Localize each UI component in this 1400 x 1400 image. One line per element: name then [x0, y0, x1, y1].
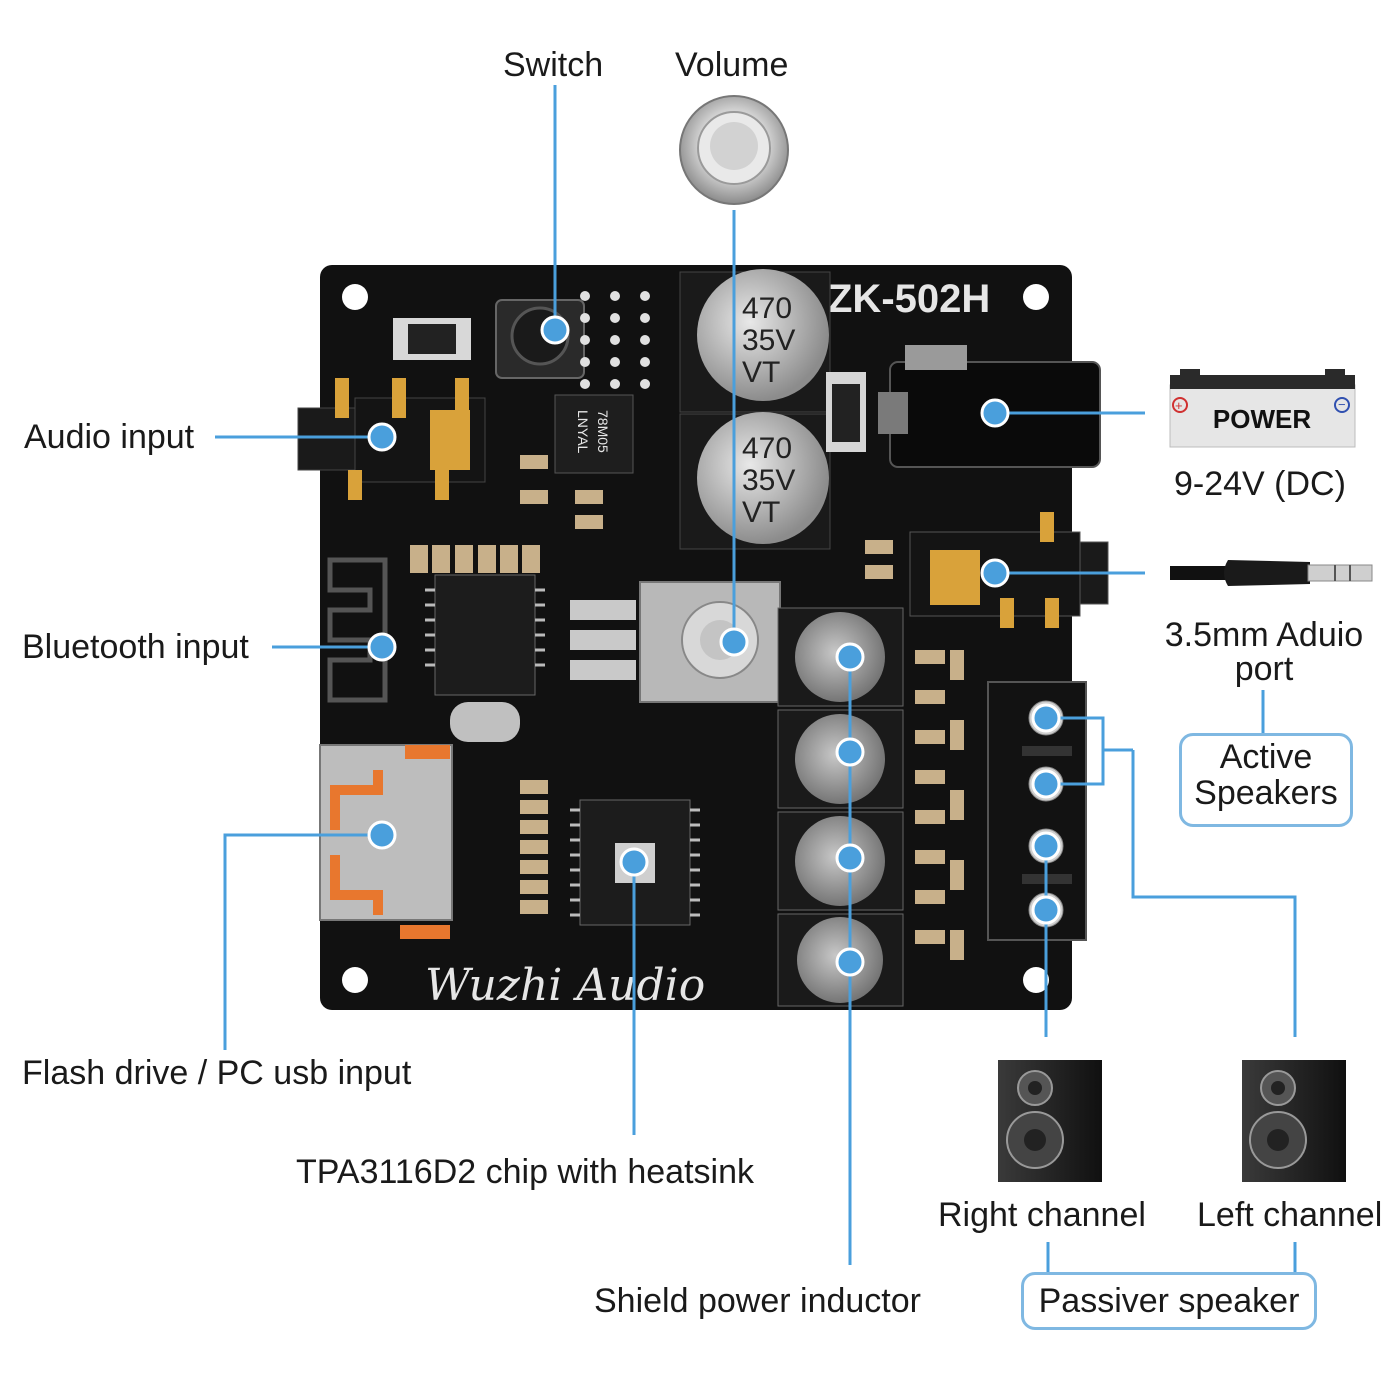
- label-audio-port-line2: port: [1234, 650, 1294, 688]
- cap1-series: VT: [742, 356, 780, 389]
- power-badge-text: POWER: [1213, 404, 1311, 434]
- cap2-value: 470: [742, 432, 792, 465]
- label-active-line1: Active: [1219, 738, 1313, 776]
- label-bluetooth-input: Bluetooth input: [22, 628, 249, 666]
- label-audio-port-line1: 3.5mm Aduio: [1164, 616, 1364, 654]
- label-inductor: Shield power inductor: [594, 1282, 921, 1320]
- label-right-channel: Right channel: [938, 1196, 1146, 1234]
- volume-potentiometer: [639, 581, 781, 703]
- left-speaker-image: [1242, 1060, 1346, 1182]
- regulator-marking-1: 78M05: [595, 410, 611, 453]
- label-left-channel: Left channel: [1197, 1196, 1383, 1234]
- power-badge: + − POWER: [1169, 369, 1356, 448]
- label-active-line2: Speakers: [1194, 773, 1338, 812]
- svg-text:−: −: [1338, 397, 1346, 412]
- cap2-series: VT: [742, 496, 780, 529]
- cap2-voltage: 35V: [742, 464, 795, 497]
- volume-knob-image: [679, 95, 789, 205]
- label-audio-port: 3.5mm Aduio port: [1158, 618, 1370, 686]
- cap1-value: 470: [742, 292, 792, 325]
- board-brand-text: Wuzhi Audio: [425, 960, 705, 1011]
- label-usb-input: Flash drive / PC usb input: [22, 1054, 412, 1092]
- svg-text:+: +: [1175, 398, 1183, 413]
- right-speaker-image: [998, 1060, 1102, 1182]
- callout-dots: [367, 315, 1061, 977]
- board-model-text: ZK-502H: [828, 277, 990, 321]
- audio-35mm-jack: [909, 512, 1109, 628]
- label-passive-speaker: Passiver speaker: [1038, 1282, 1300, 1320]
- passive-speaker-box: Passiver speaker: [1021, 1272, 1317, 1330]
- capacitor-1: 470 35V VT: [679, 269, 831, 413]
- label-power-voltage: 9-24V (DC): [1174, 465, 1346, 503]
- cap1-voltage: 35V: [742, 324, 795, 357]
- label-volume: Volume: [675, 46, 789, 84]
- audio-cable-image: [1170, 560, 1373, 586]
- active-speakers-box: Active Speakers: [1179, 733, 1353, 827]
- label-audio-input: Audio input: [24, 418, 195, 456]
- label-chip: TPA3116D2 chip with heatsink: [296, 1153, 754, 1191]
- regulator-marking-2: LNYAL: [575, 410, 591, 454]
- label-switch: Switch: [503, 46, 604, 84]
- pcb-board: ZK-502H 78M05 LNYAL 470 35V VT: [297, 265, 1109, 1011]
- capacitor-2: 470 35V VT: [679, 412, 831, 550]
